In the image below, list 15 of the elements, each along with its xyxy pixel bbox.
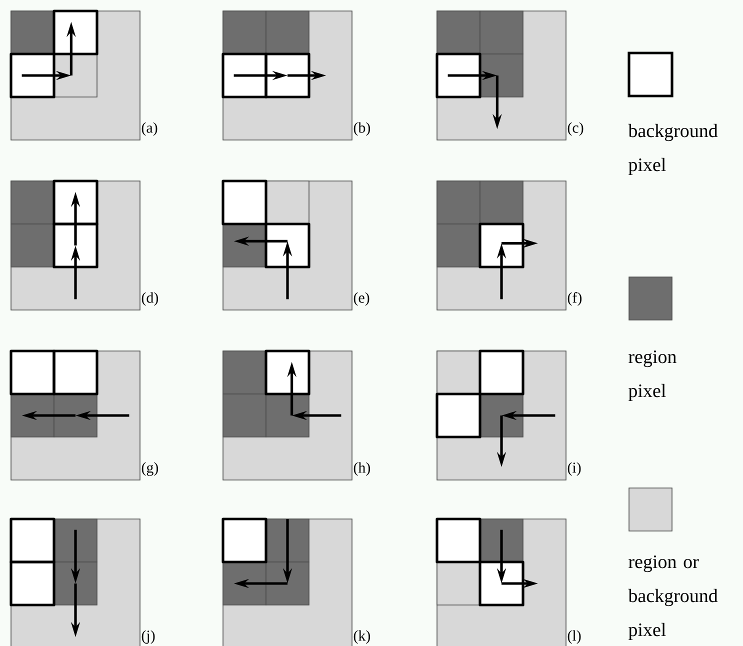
legend-label: region pixel	[628, 350, 676, 402]
panel-label: (b)	[354, 122, 370, 136]
panel-label: (j)	[142, 630, 155, 644]
panel-label: (l)	[568, 630, 581, 644]
panel-label: (g)	[142, 462, 158, 476]
panel-label: (a)	[142, 122, 158, 136]
panel-label: (d)	[142, 292, 158, 306]
panel-label: (e)	[354, 292, 370, 306]
panel-label: (h)	[354, 462, 370, 476]
legend-label: background pixel	[628, 124, 718, 176]
panel-label: (f)	[568, 292, 582, 306]
panel-label: (c)	[568, 122, 584, 136]
legend-label: region or background pixel	[628, 555, 718, 640]
panel-label: (k)	[354, 630, 370, 644]
panel-label: (i)	[568, 462, 581, 476]
